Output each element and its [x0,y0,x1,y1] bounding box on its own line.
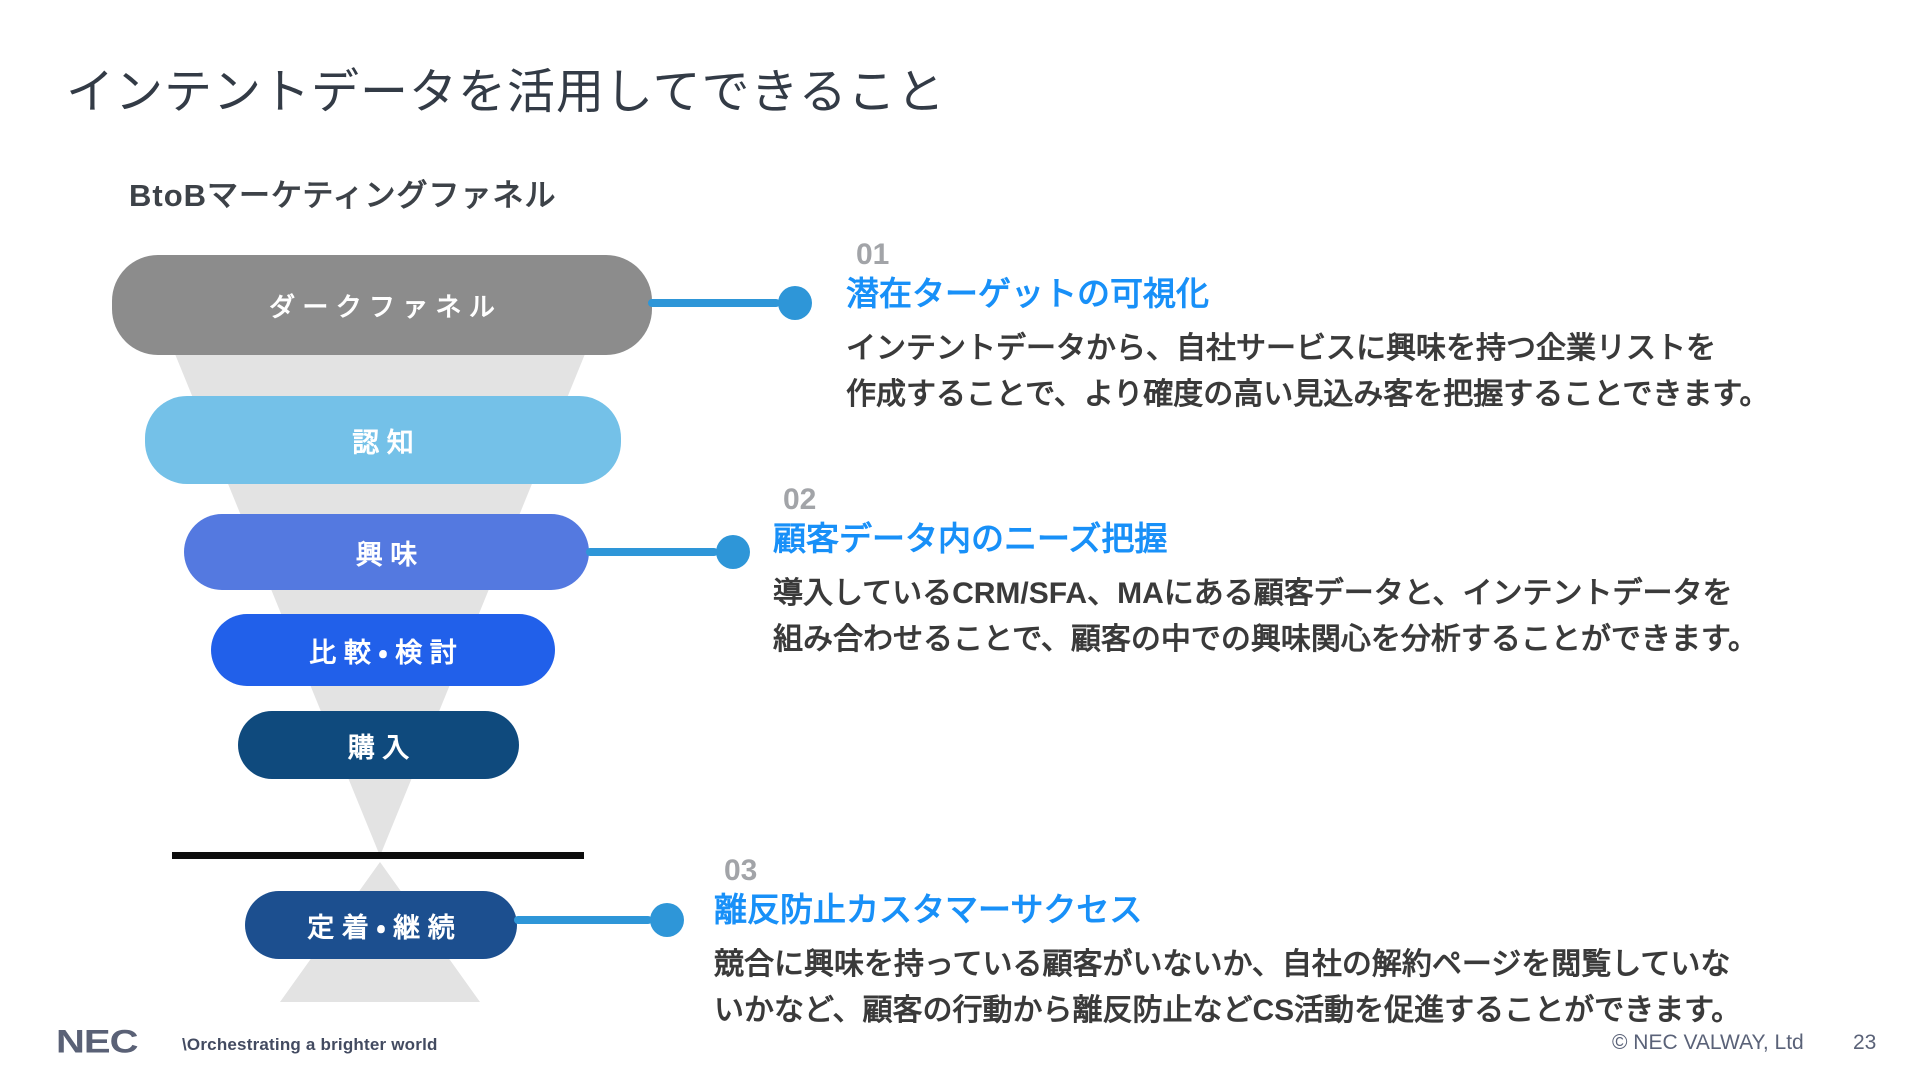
section-body: 導入しているCRM/SFA、MAにある顧客データと、インテントデータを 組み合わ… [773,571,1758,664]
connector-line-03 [514,916,652,924]
section-02: 02 顧客データ内のニーズ把握 導入しているCRM/SFA、MAにある顧客データ… [773,483,1758,664]
section-01: 01 潜在ターゲットの可視化 インテントデータから、自社サービスに興味を持つ企業… [846,238,1769,419]
section-03: 03 離反防止カスタマーサクセス 競合に興味を持っている顧客がいないか、自社の解… [714,854,1741,1035]
funnel-stage-label: 定着・継続 [307,912,463,943]
section-body-line: 導入しているCRM/SFA、MAにある顧客データと、インテントデータを [773,576,1733,610]
section-body-line: いかなど、顧客の行動から離反防止などCS活動を促進することができます。 [714,994,1742,1028]
section-body-line: 作成することで、より確度の高い見込み客を把握することできます。 [846,378,1770,412]
section-number: 03 [724,854,758,887]
funnel-stage-dark-funnel: ダークファネル [112,255,652,355]
section-body: 競合に興味を持っている顧客がいないか、自社の解約ページを閲覧していな いかなど、… [714,942,1741,1035]
funnel-stage-label: 比較・検討 [309,637,465,668]
footer-page-number: 23 [1853,1031,1877,1054]
connector-dot-02 [716,535,750,569]
connector-dot-01 [778,286,812,320]
connector-line-01 [648,299,780,307]
funnel-stage-awareness: 認知 [145,396,621,484]
funnel-stage-label: 認知 [352,427,422,458]
section-body-line: 競合に興味を持っている顧客がいないか、自社の解約ページを閲覧していな [714,947,1731,981]
funnel-stage-label: ダークファネル [269,291,503,322]
section-body: インテントデータから、自社サービスに興味を持つ企業リストを 作成することで、より… [846,326,1769,419]
section-heading: 潜在ターゲットの可視化 [846,275,1209,312]
funnel-stage-retention: 定着・継続 [245,891,517,959]
nec-logo: NEC [56,1024,138,1061]
section-body-line: インテントデータから、自社サービスに興味を持つ企業リストを [846,331,1716,365]
funnel-stage-label: 興味 [355,539,425,570]
funnel-stage-comparison: 比較・検討 [211,614,555,686]
funnel-heading: BtoBマーケティングファネル [129,178,557,213]
section-number: 02 [783,483,817,516]
funnel-stage-label: 購入 [347,732,417,763]
section-heading: 離反防止カスタマーサクセス [714,891,1143,928]
nec-tagline: \Orchestrating a brighter world [182,1035,438,1054]
section-heading: 顧客データ内のニーズ把握 [773,520,1168,557]
connector-dot-03 [650,903,684,937]
page-title: インテントデータを活用してできること [66,66,946,119]
section-number: 01 [856,238,890,271]
section-body-line: 組み合わせることで、顧客の中での興味関心を分析することができます。 [773,623,1758,657]
funnel-stage-interest: 興味 [184,514,589,590]
connector-line-02 [586,548,718,556]
footer-copyright: © NEC VALWAY, Ltd [1612,1031,1804,1054]
funnel-stage-purchase: 購入 [238,711,519,779]
funnel-divider-line [172,852,584,859]
